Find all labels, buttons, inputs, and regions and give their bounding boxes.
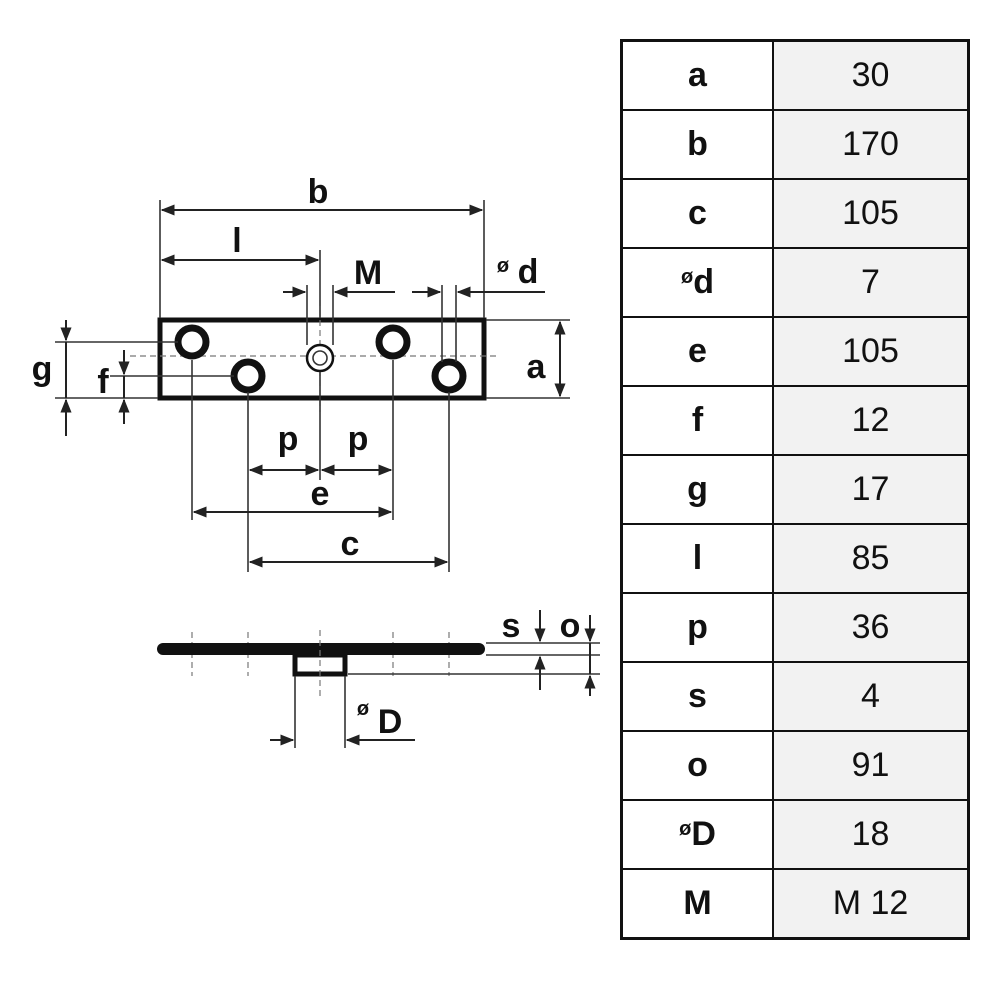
label-p-right: p [348, 420, 369, 458]
table-row: p 36 [620, 592, 970, 663]
dimension-key-label: d [693, 263, 714, 301]
dimension-value: 4 [772, 661, 970, 732]
label-e: e [311, 475, 330, 513]
label-d-symbol: ø [497, 255, 510, 277]
table-row: c 105 [620, 178, 970, 249]
dimension-key: c [620, 178, 774, 249]
dimension-key: ød [620, 247, 774, 318]
label-a: a [527, 348, 547, 386]
dimension-key: øD [620, 799, 774, 870]
label-s: s [502, 607, 521, 645]
dimension-key: g [620, 454, 774, 525]
diameter-symbol: ø [679, 818, 692, 840]
label-p-left: p [278, 420, 299, 458]
center-stud [305, 343, 335, 373]
label-D: D [378, 703, 403, 741]
dimension-value: M 12 [772, 868, 970, 940]
hole-lower-left [230, 358, 266, 394]
dimension-value: 85 [772, 523, 970, 594]
table-row: b 170 [620, 109, 970, 180]
table-row: g 17 [620, 454, 970, 525]
label-l: l [232, 222, 241, 260]
dimension-key-label: s [688, 677, 707, 715]
dimension-key-label: o [687, 746, 708, 784]
plate-top-view [157, 317, 487, 401]
dimension-value: 18 [772, 799, 970, 870]
label-f: f [97, 363, 109, 401]
diameter-symbol: ø [681, 266, 694, 288]
dimension-key-label: f [691, 401, 704, 439]
dimension-key-label: c [688, 194, 707, 232]
table-row: l 85 [620, 523, 970, 594]
technical-drawing: b l M ø d g f a p p e c [32, 173, 600, 748]
dimension-value: 36 [772, 592, 970, 663]
dimension-value: 12 [772, 385, 970, 456]
dimension-key: b [620, 109, 774, 180]
dimension-key: l [620, 523, 774, 594]
label-d: d [518, 253, 539, 291]
hole-lower-right [431, 358, 467, 394]
label-M: M [354, 254, 382, 292]
hole-upper-left [174, 324, 210, 360]
label-D-symbol: ø [357, 698, 370, 720]
dimension-key-label: g [687, 470, 708, 508]
dimension-key-label: l [692, 539, 703, 577]
label-g: g [32, 350, 53, 388]
hole-upper-right [375, 324, 411, 360]
dimension-key: e [620, 316, 774, 387]
dimension-value: 105 [772, 316, 970, 387]
dimension-value: 7 [772, 247, 970, 318]
label-o: o [560, 607, 581, 645]
dimension-value: 17 [772, 454, 970, 525]
dimension-key-label: e [688, 332, 707, 370]
label-c: c [341, 525, 360, 563]
dimension-value: 91 [772, 730, 970, 801]
dimension-key: o [620, 730, 774, 801]
dimension-key-label: b [687, 125, 708, 163]
dimension-key-label: a [688, 56, 707, 94]
dimension-key: s [620, 661, 774, 732]
dimension-value: 30 [772, 39, 970, 111]
dimension-value: 105 [772, 178, 970, 249]
dimension-key: M [620, 868, 774, 940]
label-b: b [308, 173, 329, 211]
center-stud-inner [312, 350, 328, 366]
dimension-key-label: D [691, 815, 716, 853]
dimension-key-label: p [687, 608, 708, 646]
table-row: M M 12 [620, 868, 970, 940]
plate-side-view [157, 643, 485, 655]
table-row: o 91 [620, 730, 970, 801]
table-row: f 12 [620, 385, 970, 456]
table-row: e 105 [620, 316, 970, 387]
dimension-value: 170 [772, 109, 970, 180]
dimension-key: a [620, 39, 774, 111]
dimension-key: f [620, 385, 774, 456]
dimension-key: p [620, 592, 774, 663]
table-row: a 30 [620, 39, 970, 111]
dimension-key-label: M [683, 884, 712, 922]
